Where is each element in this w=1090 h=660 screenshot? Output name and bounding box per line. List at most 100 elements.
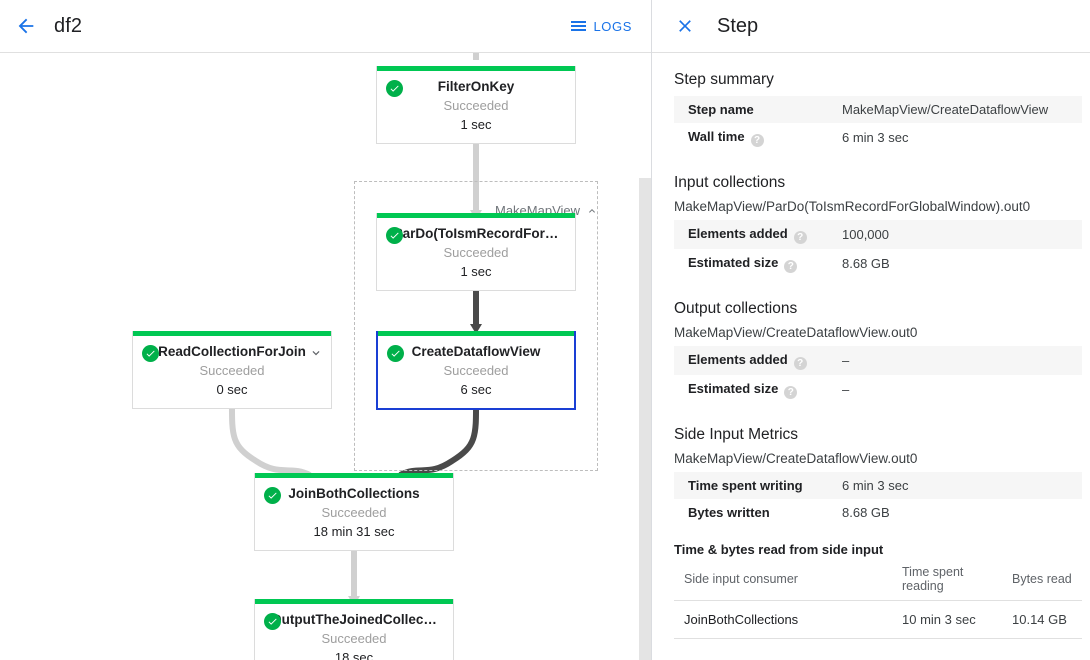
chevron-down-icon[interactable] [309,346,323,365]
table-row[interactable]: JoinBothCollections 10 min 3 sec 10.14 G… [674,600,1082,639]
step-summary-table: Step name MakeMapView/CreateDataflowView… [674,96,1082,152]
node-status: Succeeded [199,363,265,378]
node-status-bar [255,473,453,478]
spacer [674,152,1082,174]
side-input-read-table: Side input consumer Time spent reading B… [674,559,1082,639]
row-value: MakeMapView/CreateDataflowView [842,102,1049,117]
node-title: ParDo(ToIsmRecordFor… [393,226,559,241]
graph-node-output-the-joined-collection[interactable]: OutputTheJoinedCollec… Succeeded 18 sec [254,599,454,660]
row-value: 6 min 3 sec [842,130,909,145]
graph-node-read-collection-for-join[interactable]: ReadCollectionForJoin Succeeded 0 sec [132,331,332,409]
node-title: CreateDataflowView [411,344,541,359]
row-key: Time spent writing [674,472,842,499]
table-row: Elements added? 100,000 [674,220,1082,249]
graph-node-create-dataflow-view[interactable]: CreateDataflowView Succeeded 6 sec [376,331,576,410]
row-key: Bytes written [674,499,842,526]
help-icon[interactable]: ? [784,260,798,273]
row-key-label: Time spent writing [688,478,803,493]
node-time: 1 sec [460,264,492,279]
table-row: Elements added? – [674,346,1082,375]
row-value: 6 min 3 sec [842,478,909,493]
help-icon[interactable]: ? [750,134,764,147]
row-key: Elements added? [674,346,842,375]
section-heading-side-input-metrics: Side Input Metrics [674,426,799,443]
chevron-up-icon[interactable] [586,205,598,217]
column-header-bytes-read: Bytes read [1002,559,1082,601]
row-value: – [842,353,850,368]
node-status-bar [377,213,575,218]
graph-node-pardo-toismrecordfor[interactable]: ParDo(ToIsmRecordFor… Succeeded 1 sec [376,213,576,291]
arrow-back-icon[interactable] [6,6,46,46]
row-value: 8.68 GB [842,256,890,271]
check-circle-icon [142,345,159,362]
section-heading-step-summary: Step summary [674,71,774,88]
row-key: Wall time? [674,123,842,152]
node-title: OutputTheJoinedCollec… [271,612,437,627]
check-circle-icon [387,345,404,362]
row-key-label: Step name [688,102,754,117]
input-collections-table: Elements added? 100,000 Estimated size? … [674,220,1082,278]
row-key-label: Elements added [688,352,788,367]
column-header-time-spent-reading: Time spent reading [892,559,1002,601]
side-input-metrics-table: Time spent writing 6 min 3 sec Bytes wri… [674,472,1082,526]
table-row: Estimated size? – [674,375,1082,404]
row-value: 100,000 [842,227,889,242]
section-heading-input-collections: Input collections [674,174,786,191]
check-circle-icon [386,80,403,97]
check-circle-icon [386,227,403,244]
node-title: FilterOnKey [437,79,515,94]
node-status-bar [378,331,574,336]
help-icon[interactable]: ? [793,357,807,370]
table-row: Time spent writing 6 min 3 sec [674,472,1082,499]
row-key-label: Elements added [688,226,788,241]
row-key-label: Estimated size [688,255,779,270]
node-status: Succeeded [443,98,509,113]
side-input-collection-name: MakeMapView/CreateDataflowView.out0 [674,451,918,466]
page-scrollbar[interactable] [639,178,651,660]
spacer [674,278,1082,300]
row-key: Step name [674,96,842,123]
job-graph-canvas[interactable]: MakeMapView FilterOnKey Succeeded 1 sec [0,53,651,660]
node-status: Succeeded [321,631,387,646]
node-time: 18 min 31 sec [313,524,395,539]
page-title: df2 [54,14,83,37]
output-collection-name: MakeMapView/CreateDataflowView.out0 [674,325,918,340]
row-key-label: Estimated size [688,381,779,396]
graph-node-filter-on-key[interactable]: FilterOnKey Succeeded 1 sec [376,66,576,144]
cell-bytes-read: 10.14 GB [1002,600,1082,639]
node-time: 1 sec [460,117,492,132]
check-circle-icon [264,487,281,504]
node-status-bar [377,66,575,71]
table-row: Estimated size? 8.68 GB [674,249,1082,278]
spacer [674,404,1082,426]
node-status-bar [255,599,453,604]
logs-button-label: LOGS [593,18,632,34]
node-time: 18 sec [334,650,374,660]
logs-button[interactable]: LOGS [571,19,632,34]
cell-time-spent-reading: 10 min 3 sec [892,600,1002,639]
row-key-label: Wall time [688,129,745,144]
close-icon[interactable] [665,6,705,46]
row-key: Elements added? [674,220,842,249]
table-row: Bytes written 8.68 GB [674,499,1082,526]
node-title: JoinBothCollections [288,486,420,501]
node-status: Succeeded [443,363,509,378]
check-circle-icon [264,613,281,630]
group-makemapview[interactable] [354,181,598,471]
node-status: Succeeded [321,505,387,520]
node-status-bar [133,331,331,336]
node-time: 6 sec [460,382,492,397]
column-header-side-input-consumer: Side input consumer [674,559,892,601]
graph-node-join-both-collections[interactable]: JoinBothCollections Succeeded 18 min 31 … [254,473,454,551]
top-bar: df2 LOGS [0,0,651,53]
row-key: Estimated size? [674,375,842,404]
logs-icon [571,21,587,31]
node-time: 0 sec [216,382,248,397]
output-collections-table: Elements added? – Estimated size? – [674,346,1082,404]
help-icon[interactable]: ? [793,231,807,244]
section-heading-output-collections: Output collections [674,300,798,317]
node-status: Succeeded [443,245,509,260]
node-title: ReadCollectionForJoin [158,344,306,359]
help-icon[interactable]: ? [784,386,798,399]
